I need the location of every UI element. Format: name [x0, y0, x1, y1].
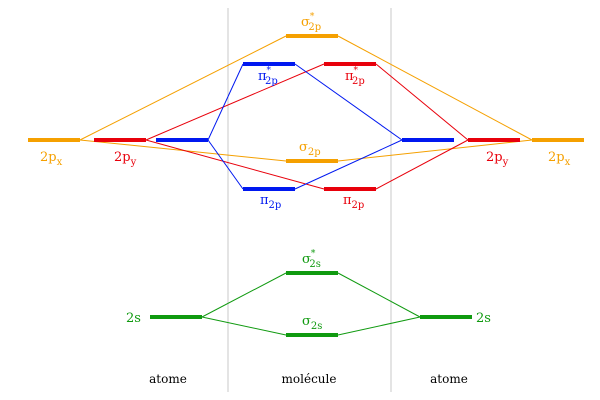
connector-s-right-star: [337, 272, 421, 318]
label-atom-right-2px: 2px: [548, 150, 571, 168]
label-pi-2p-right: π2p: [343, 193, 364, 211]
column-label-left-atom: atome: [149, 372, 187, 386]
connectors-py: [145, 63, 469, 190]
label-pi-2p-left: π2p: [260, 193, 281, 211]
connector-s-left-star: [201, 272, 287, 318]
connectors-s: [201, 272, 421, 336]
connector-s-left-bond: [201, 316, 287, 336]
label-sigma-2p: σ2p: [299, 140, 321, 158]
label-sigma-2s-star: σ*2s: [302, 249, 321, 270]
label-atom-right-2s: 2s: [476, 311, 491, 326]
label-pi-2p-star-left: π*2p: [258, 66, 278, 87]
label-atom-right-2py: 2py: [486, 150, 509, 168]
connector-pz-left-star: [207, 63, 244, 141]
connectors-pz: [207, 63, 403, 190]
connector-py-right-star: [375, 63, 469, 141]
connector-pz-right-bond: [294, 139, 403, 190]
connector-px-right-star: [337, 35, 533, 141]
column-label-right-atom: atome: [430, 372, 468, 386]
levels: [28, 34, 584, 337]
label-pi-2p-star-right: π*2p: [345, 66, 365, 87]
connector-py-left-star: [145, 63, 325, 141]
label-atom-left-2s: 2s: [126, 311, 141, 326]
label-sigma-2s: σ2s: [302, 314, 322, 332]
label-atom-left-2px: 2px: [40, 150, 63, 168]
connector-py-left-bond: [145, 139, 325, 190]
connector-pz-right-star: [294, 63, 403, 141]
label-sigma-2p-star: σ*2p: [301, 12, 321, 33]
connector-pz-left-bond: [207, 139, 244, 190]
connector-py-right-bond: [375, 139, 469, 190]
connector-px-right-bond: [337, 139, 533, 162]
label-atom-left-2py: 2py: [114, 150, 137, 168]
connector-px-left-star: [79, 35, 287, 141]
connector-s-right-bond: [337, 316, 421, 336]
column-label-molecule: molécule: [282, 372, 337, 386]
